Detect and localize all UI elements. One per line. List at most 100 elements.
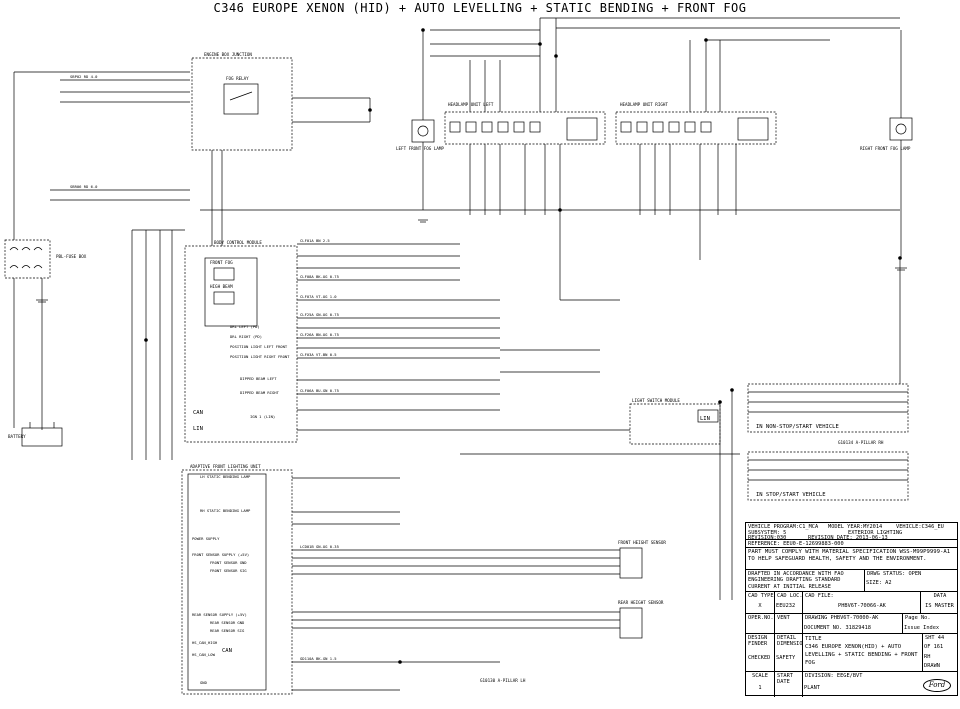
- front-fog-label: FRONT FOG: [210, 260, 233, 265]
- right-headlamp-unit: [615, 111, 777, 145]
- wire-label: SBP02 RD 4.0: [70, 74, 98, 79]
- rh: RH: [924, 654, 931, 660]
- ground-left-label: G10130 A-PILLAR LH: [480, 678, 526, 683]
- start-date: START DATE: [774, 672, 802, 697]
- of-sheets: OF 161: [924, 644, 944, 650]
- wire-label: GD110A BK-GN 1.5: [300, 656, 337, 661]
- wire-label: CLF26A BN-OG 0.75: [300, 332, 339, 337]
- tb-row-drafted: DRAFTED IN ACCORDANCE WITH FAO ENGINEERI…: [746, 570, 957, 592]
- afs-pin-label: RH STATIC BENDING LAMP: [200, 508, 251, 513]
- wire-label: LCD01B GN-OG 0.35: [300, 544, 339, 549]
- bcm-pin-label: POSITION LIGHT LEFT FRONT: [230, 344, 288, 349]
- wire-label: CLF01A BN 2.5: [300, 238, 330, 243]
- title-label: TITLE: [805, 636, 822, 642]
- light-switch-label: LIGHT SWITCH MODULE: [632, 398, 680, 403]
- fog-relay: [223, 83, 259, 115]
- division: DIVISION: EEGE/BVT: [802, 672, 959, 697]
- tb-row-division: SCALE 1 START DATE DIVISION: EEGE/BVT PL…: [746, 672, 957, 697]
- bcm-pin-label: DRL LEFT (PD): [230, 324, 260, 329]
- tb-row-reference: REFERENCE: EEU0-E-12699883-000: [746, 540, 957, 548]
- afs-pin-label: REAR SENSOR SIG: [210, 628, 245, 633]
- detail-dims: DETAIL DIMENSIONS: [774, 634, 802, 671]
- safety: SAFETY: [776, 655, 796, 661]
- afs-pin-label: GND: [200, 680, 208, 685]
- plant: PLANT: [804, 685, 820, 691]
- left-headlamp-unit: [444, 111, 606, 145]
- body-control-module: [184, 245, 298, 443]
- right-fog-label: RIGHT FRONT FOG LAMP: [860, 146, 911, 151]
- afs-label: ADAPTIVE FRONT LIGHTING UNIT: [190, 464, 261, 469]
- wire-label: CLF25A GN-OG 0.75: [300, 312, 339, 317]
- rear-height-sensor: [619, 607, 643, 639]
- stop-start-block: [747, 451, 909, 501]
- vehicle-program: VEHICLE PROGRAM:C1_MCA: [748, 524, 819, 530]
- vehicle: VEHICLE:C346_EU: [896, 524, 944, 530]
- reference: REFERENCE: EEU0-E-12699883-000: [748, 541, 844, 547]
- battery-label: BATTERY: [8, 434, 26, 439]
- non-stop-start-block: [747, 383, 909, 433]
- afs-pin-label: HS_CAN_HIGH: [192, 640, 218, 645]
- cad-type: X: [758, 603, 762, 609]
- afs-pin-label: FRONT SENSOR GND: [210, 560, 247, 565]
- subsystem: SUBSYSTEM: 5: [748, 530, 787, 536]
- scale-label: SCALE: [752, 673, 768, 679]
- drafted-note: DRAFTED IN ACCORDANCE WITH FAO ENGINEERI…: [748, 571, 844, 590]
- afs-pin-label: REAR SENSOR GND: [210, 620, 245, 625]
- afs-pin-label: FRONT SENSOR SIG: [210, 568, 247, 573]
- scale-value: 1: [758, 685, 762, 691]
- title-block: VEHICLE PROGRAM:C1_MCA MODEL YEAR:MY2014…: [745, 522, 958, 697]
- bcm-label: BODY CONTROL MODULE: [214, 240, 262, 245]
- engine-box-label: ENGINE BOX JUNCTION: [204, 52, 252, 57]
- document-no: DOCUMENT NO. 31829418: [804, 625, 871, 631]
- revision: REVISION:030: [748, 535, 787, 541]
- tb-row-drawing: OPER.NO. VENT DRAWING PHBV6T-70000-AK DO…: [746, 614, 957, 634]
- bcm-pin-label: DRL RIGHT (PD): [230, 334, 262, 339]
- drawing: DRAWING PHBV6T-70000-AK: [802, 614, 902, 633]
- wire-label: CLF03A VT-BN 0.5: [300, 352, 337, 357]
- afs-pin-label: LH STATIC BENDING LAMP: [200, 474, 251, 479]
- is-master: IS MASTER: [925, 603, 954, 609]
- drawn: DRAWN: [924, 663, 940, 669]
- diagram-title: C346 EUROPE XENON (HID) + AUTO LEVELLING…: [213, 1, 747, 15]
- tb-row-compliance: PART MUST COMPLY WITH MATERIAL SPECIFICA…: [746, 548, 957, 570]
- afs-pin-label: HS_CAN_LOW: [192, 652, 216, 657]
- afs-pin-label: REAR SENSOR SUPPLY (+5V): [192, 612, 247, 617]
- model-year: MODEL YEAR:MY2014: [828, 524, 883, 530]
- wire-label: CLF08A BK-OG 0.75: [300, 274, 339, 279]
- bcm-can-label: CAN: [193, 410, 203, 416]
- high-beam-label: HIGH BEAM: [210, 284, 233, 289]
- bcm-pin-label: POSITION LIGHT RIGHT FRONT: [230, 354, 290, 359]
- non-stop-start-label: IN NON-STOP/START VEHICLE: [756, 424, 839, 430]
- cad-type-header: CAD TYPE: [748, 593, 774, 599]
- fog-relay-label: FOG RELAY: [226, 76, 249, 81]
- title-text: TITLE C346 EUROPE XENON(HID) + AUTO LEVE…: [802, 634, 922, 671]
- tb-row-program: VEHICLE PROGRAM:C1_MCA MODEL YEAR:MY2014…: [746, 523, 957, 541]
- tb-row-title: DESIGN FINDER DETAIL DIMENSIONS CHECKED …: [746, 634, 957, 672]
- bcm-pin-label: DIPPED BEAM RIGHT: [240, 390, 280, 395]
- cad-loc-header: CAD LOC.: [774, 592, 802, 613]
- dwg-status: DRWG STATUS: OPEN: [864, 570, 959, 591]
- revision-date: REVISION DATE: 2013-06-13: [808, 535, 888, 541]
- fuse-box-label: PBL-FUSE BOX: [56, 254, 87, 259]
- afs-pin-label: FRONT SENSOR SUPPLY (+5V): [192, 552, 249, 557]
- rear-sensor-label: REAR HEIGHT SENSOR: [618, 600, 664, 605]
- ford-logo: Ford: [923, 679, 951, 692]
- lsm-lin-label: LIN: [700, 416, 710, 422]
- stop-start-label: IN STOP/START VEHICLE: [756, 492, 826, 498]
- front-height-sensor: [619, 547, 643, 579]
- page-no: Page No.: [902, 614, 959, 633]
- afs-can-label: CAN: [222, 648, 232, 654]
- tb-row-cad: CAD TYPE X CAD LOC. EEU232 CAD FILE: PHB…: [746, 592, 957, 614]
- compliance-note: PART MUST COMPLY WITH MATERIAL SPECIFICA…: [748, 549, 951, 562]
- ground-right-label: G10134 A-PILLAR RH: [838, 440, 884, 445]
- exterior-lighting: EXTERIOR LIGHTING: [848, 530, 903, 536]
- title-value: C346 EUROPE XENON(HID) + AUTO LEVELLING …: [805, 644, 918, 666]
- left-fog-label: LEFT FRONT FOG LAMP: [396, 146, 444, 151]
- size: SIZE: A2: [866, 580, 892, 586]
- headlamp-bulbs: [449, 121, 712, 133]
- wire-label: CLF07A VT-OG 1.0: [300, 294, 337, 299]
- battery-symbol: [21, 427, 63, 447]
- afs-pin-label: POWER SUPPLY: [192, 536, 220, 541]
- oper-no: OPER.NO.: [748, 615, 774, 621]
